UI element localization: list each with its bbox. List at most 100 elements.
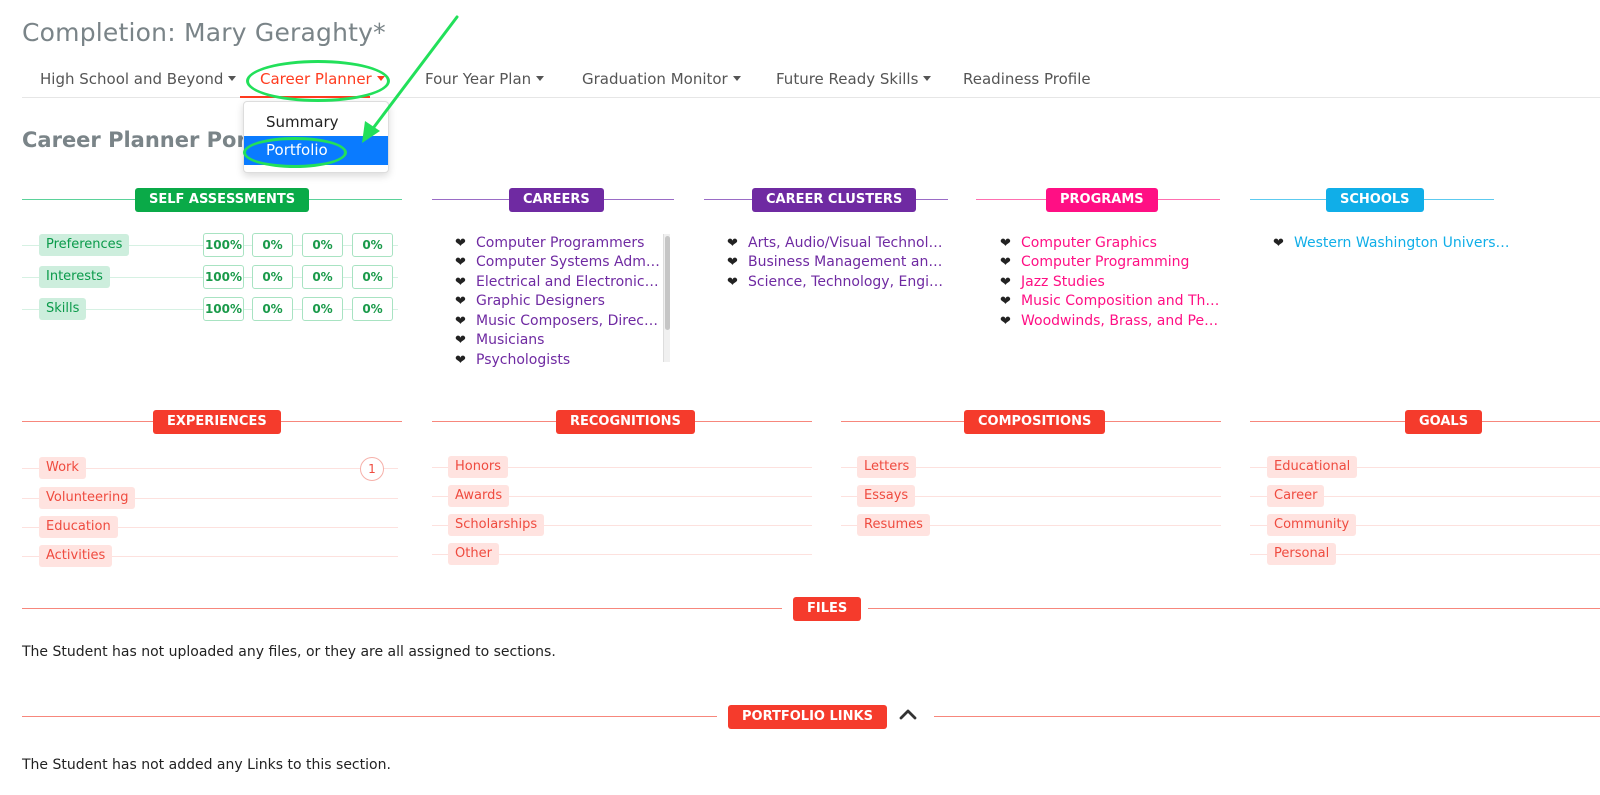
score-box: 0%: [252, 233, 293, 257]
row-line: [1250, 496, 1600, 497]
career-item[interactable]: ❤Graphic Designers: [455, 293, 605, 309]
composition-essays[interactable]: Essays: [857, 485, 916, 507]
heart-icon: ❤: [455, 353, 466, 368]
row-line: [22, 527, 398, 528]
nav-readiness-profile[interactable]: Readiness Profile: [963, 70, 1091, 88]
recognition-other[interactable]: Other: [448, 543, 499, 565]
heart-icon: ❤: [1000, 275, 1011, 290]
nav-career-planner[interactable]: Career Planner: [260, 70, 385, 88]
goal-personal[interactable]: Personal: [1267, 543, 1337, 565]
composition-letters[interactable]: Letters: [857, 456, 917, 478]
experiences-badge: EXPERIENCES: [153, 410, 281, 434]
career-cluster-item[interactable]: ❤Business Management and A...: [727, 254, 949, 270]
row-line: [1250, 467, 1600, 468]
programs-badge: PROGRAMS: [1046, 188, 1158, 212]
heart-icon: ❤: [1000, 255, 1011, 270]
divider: [22, 608, 782, 609]
heart-icon: ❤: [455, 275, 466, 290]
self-assessment-preferences[interactable]: Preferences: [39, 234, 130, 256]
nav-label: Four Year Plan: [425, 70, 532, 88]
recognition-awards[interactable]: Awards: [448, 485, 510, 507]
divider: [868, 608, 1600, 609]
nav-label: High School and Beyond: [40, 70, 224, 88]
heart-icon: ❤: [455, 294, 466, 309]
dropdown-item-portfolio[interactable]: Portfolio: [244, 136, 388, 165]
divider: [934, 716, 1600, 717]
divider: [22, 716, 717, 717]
score-box: 100%: [203, 265, 244, 289]
caret-down-icon: [376, 76, 385, 81]
goal-career[interactable]: Career: [1267, 485, 1325, 507]
dropdown-item-summary[interactable]: Summary: [266, 113, 339, 131]
score-box: 0%: [302, 233, 343, 257]
recognitions-badge: RECOGNITIONS: [556, 410, 695, 434]
score-box: 0%: [352, 265, 393, 289]
row-line: [432, 496, 812, 497]
row-line: [841, 525, 1221, 526]
program-item[interactable]: ❤Computer Programming: [1000, 254, 1190, 270]
caret-down-icon: [536, 76, 545, 81]
heart-icon: ❤: [1000, 236, 1011, 251]
career-item[interactable]: ❤Computer Programmers: [455, 235, 645, 251]
career-cluster-item[interactable]: ❤Arts, Audio/Visual Technology...: [727, 235, 949, 251]
career-item[interactable]: ❤Electrical and Electronics En...: [455, 274, 663, 290]
experience-volunteering[interactable]: Volunteering: [39, 487, 136, 509]
career-item[interactable]: ❤Psychologists: [455, 352, 571, 368]
self-assessments-badge: SELF ASSESSMENTS: [135, 188, 310, 212]
row-line: [432, 554, 812, 555]
row-line: [1250, 525, 1600, 526]
recognition-scholarships[interactable]: Scholarships: [448, 514, 545, 536]
goals-badge: GOALS: [1405, 410, 1483, 434]
row-line: [22, 498, 398, 499]
work-count-badge: 1: [360, 457, 384, 481]
schools-badge: SCHOOLS: [1326, 188, 1424, 212]
program-item[interactable]: ❤Woodwinds, Brass, and Percu...: [1000, 313, 1222, 329]
recognition-honors[interactable]: Honors: [448, 456, 509, 478]
score-box: 0%: [302, 297, 343, 321]
nav-future-ready-skills[interactable]: Future Ready Skills: [776, 70, 932, 88]
links-empty-message: The Student has not added any Links to t…: [22, 757, 391, 773]
self-assessment-interests[interactable]: Interests: [39, 266, 110, 288]
caret-down-icon: [923, 76, 932, 81]
chevron-up-icon[interactable]: [898, 704, 918, 724]
row-line: [432, 525, 812, 526]
row-line: [841, 496, 1221, 497]
compositions-badge: COMPOSITIONS: [964, 410, 1106, 434]
nav-label: Readiness Profile: [963, 70, 1091, 88]
experience-work[interactable]: Work: [39, 457, 86, 479]
row-line: [1250, 554, 1600, 555]
score-box: 0%: [302, 265, 343, 289]
files-empty-message: The Student has not uploaded any files, …: [22, 644, 556, 660]
program-item[interactable]: ❤Music Composition and Theory: [1000, 293, 1222, 309]
career-item[interactable]: ❤Computer Systems Adminis...: [455, 254, 663, 270]
composition-resumes[interactable]: Resumes: [857, 514, 930, 536]
career-item[interactable]: ❤Musicians: [455, 332, 545, 348]
nav-high-school-and-beyond[interactable]: High School and Beyond: [40, 70, 237, 88]
goal-educational[interactable]: Educational: [1267, 456, 1358, 478]
row-line: [432, 467, 812, 468]
program-item[interactable]: ❤Computer Graphics: [1000, 235, 1157, 251]
experience-education[interactable]: Education: [39, 516, 118, 538]
score-box: 0%: [252, 265, 293, 289]
nav-four-year-plan[interactable]: Four Year Plan: [425, 70, 545, 88]
row-line: [22, 468, 398, 469]
career-item[interactable]: ❤Music Composers, Director...: [455, 313, 663, 329]
program-item[interactable]: ❤Jazz Studies: [1000, 274, 1105, 290]
heart-icon: ❤: [455, 314, 466, 329]
nav-graduation-monitor[interactable]: Graduation Monitor: [582, 70, 741, 88]
goal-community[interactable]: Community: [1267, 514, 1357, 536]
scrollbar-thumb[interactable]: [665, 236, 670, 330]
heart-icon: ❤: [455, 236, 466, 251]
careers-scrollbar[interactable]: [663, 234, 670, 362]
experience-activities[interactable]: Activities: [39, 545, 113, 567]
heart-icon: ❤: [455, 255, 466, 270]
nav-label: Career Planner: [260, 70, 372, 88]
row-line: [841, 467, 1221, 468]
score-box: 100%: [203, 233, 244, 257]
school-item[interactable]: ❤Western Washington University: [1273, 235, 1513, 251]
career-clusters-badge: CAREER CLUSTERS: [752, 188, 917, 212]
row-line: [22, 556, 398, 557]
self-assessment-skills[interactable]: Skills: [39, 298, 87, 320]
career-cluster-item[interactable]: ❤Science, Technology, Enginee...: [727, 274, 949, 290]
